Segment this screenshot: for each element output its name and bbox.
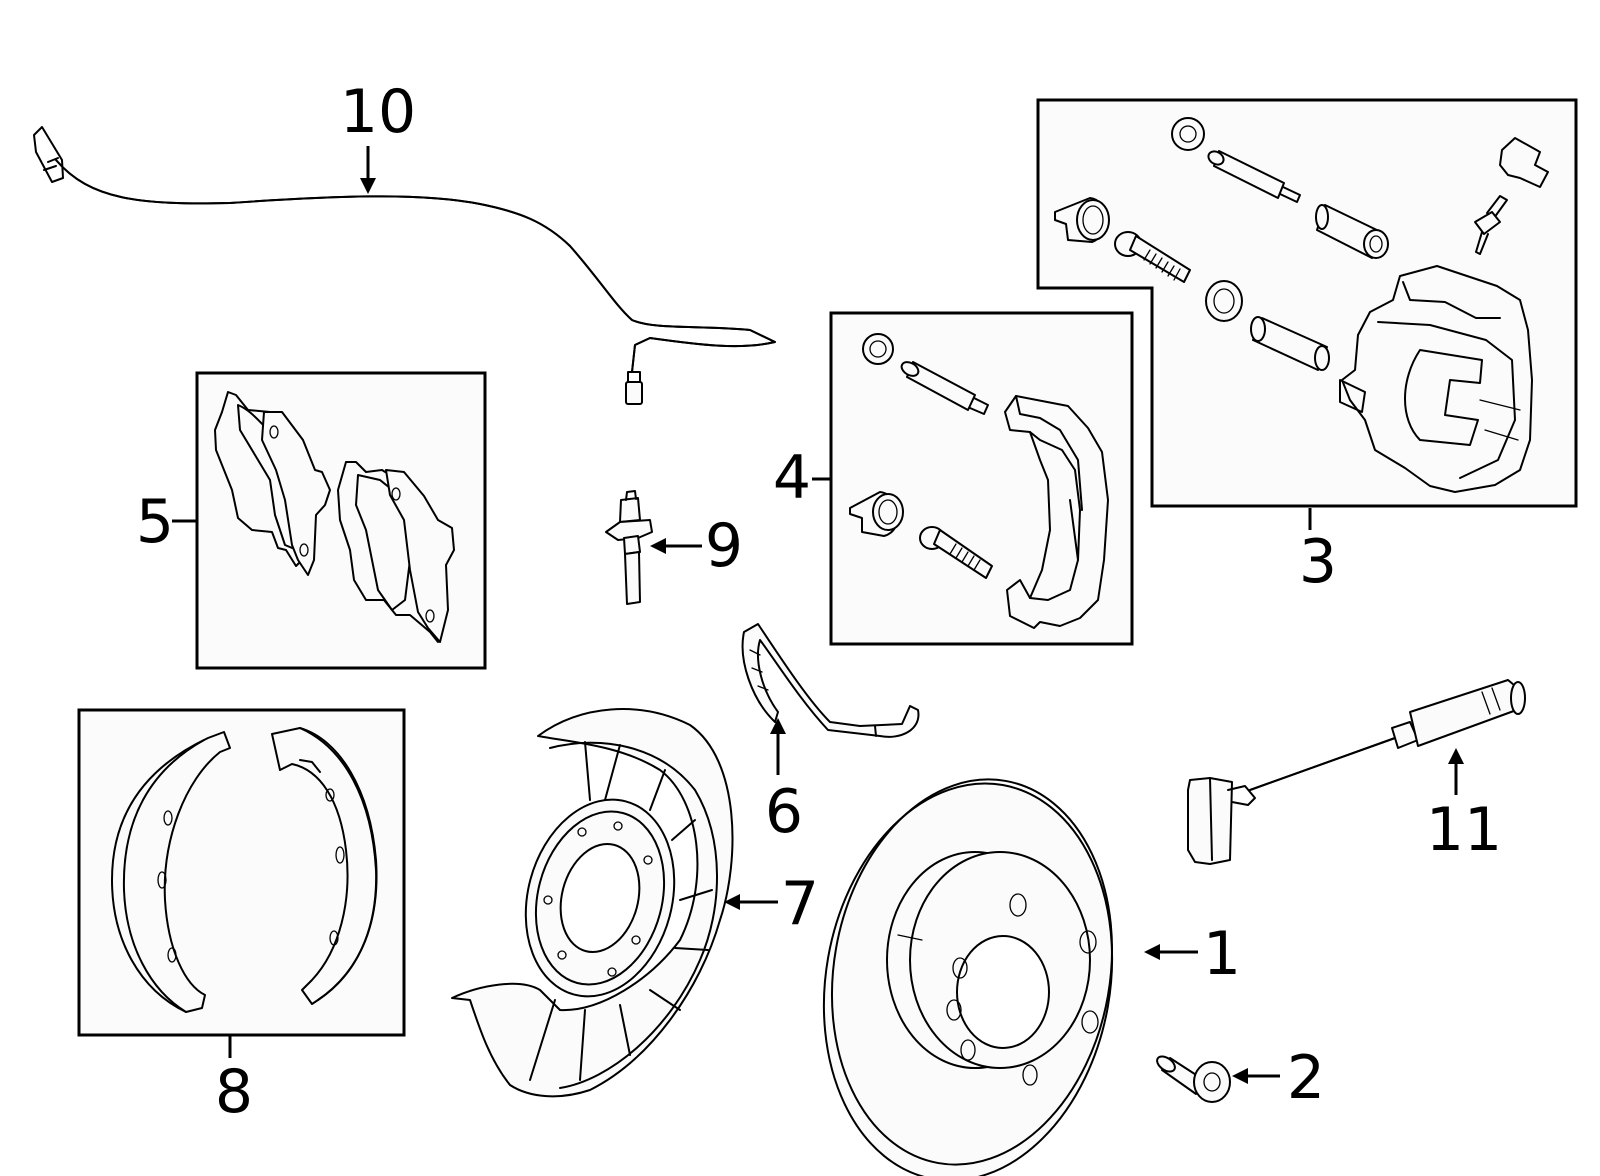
callout-8: 8 — [215, 1057, 253, 1127]
part-3-caliper-kit-contents — [1054, 117, 1549, 493]
callout-9: 9 — [705, 511, 743, 581]
callout-2: 2 — [1287, 1043, 1325, 1113]
part-10-sensor-cable — [33, 126, 776, 405]
part-1-brake-rotor — [822, 778, 1114, 1176]
callout-4: 4 — [773, 443, 811, 513]
part-8-parking-shoes — [111, 727, 378, 1013]
callout-5: 5 — [136, 487, 174, 557]
part-11-wear-sensor — [1187, 679, 1526, 865]
callout-1: 1 — [1203, 919, 1241, 989]
part-2-rotor-bolt — [1156, 1055, 1231, 1103]
part-4-carrier-kit-contents — [849, 333, 1109, 629]
part-6-retaining-spring — [741, 623, 920, 738]
part-9-speed-sensor — [605, 490, 653, 605]
callout-11: 11 — [1426, 795, 1502, 865]
callout-leaders — [172, 146, 1464, 1084]
callout-3: 3 — [1299, 527, 1337, 597]
part-7-dust-shield — [451, 708, 734, 1098]
callout-7: 7 — [781, 869, 819, 939]
callout-10: 10 — [340, 77, 416, 147]
part-5-brake-pads — [214, 391, 455, 643]
callout-6: 6 — [765, 777, 803, 847]
